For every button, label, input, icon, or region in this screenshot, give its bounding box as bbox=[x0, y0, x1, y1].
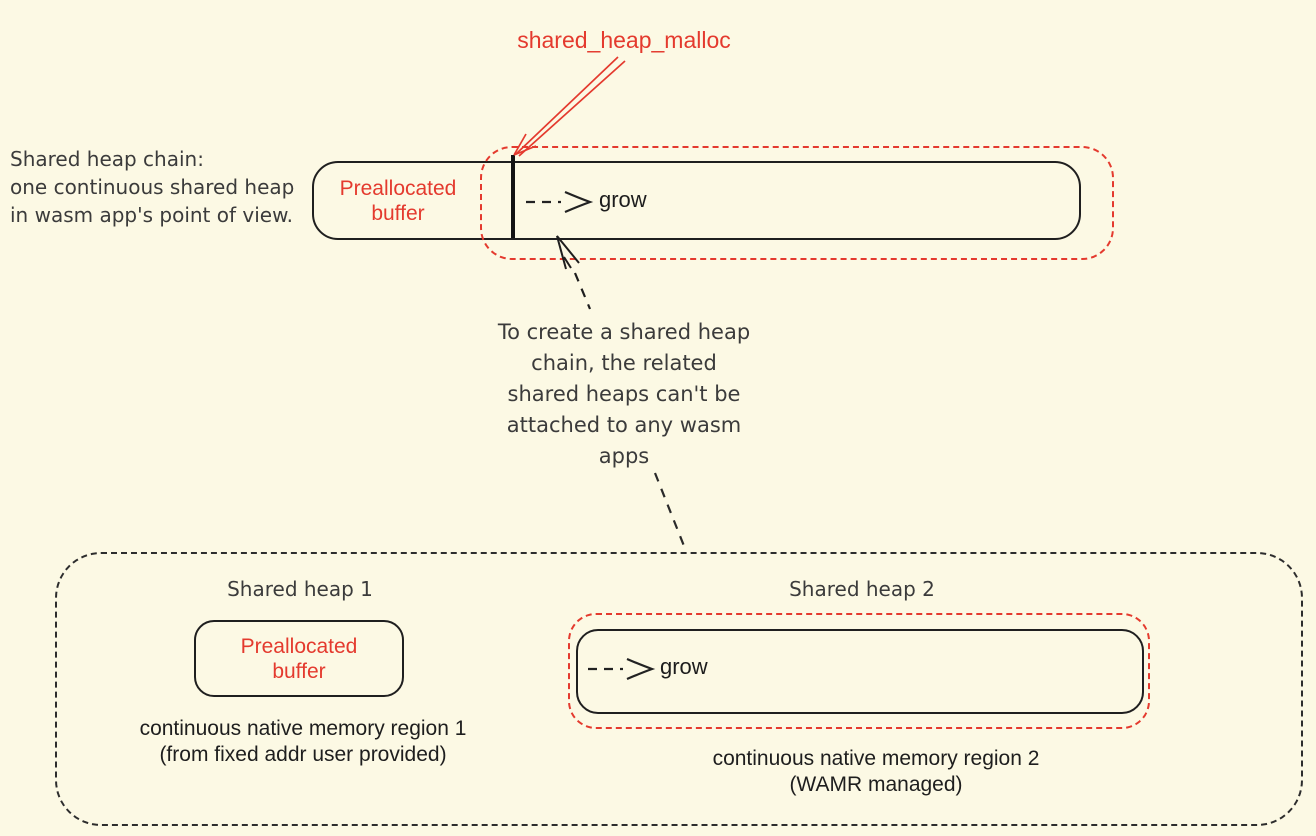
shared-heap-2-caption: continuous native memory region 2 (WAMR … bbox=[712, 747, 1040, 796]
shared-heap-chain-bar bbox=[312, 161, 1081, 240]
shared-heap-chain-note: Shared heap chain: one continuous shared… bbox=[10, 147, 295, 227]
grow-label: grow bbox=[660, 654, 708, 679]
shared-heap-1-title: Shared heap 1 bbox=[227, 577, 373, 601]
shared-heap-1-caption: continuous native memory region 1 (from … bbox=[139, 717, 467, 766]
red-pointer-arrow-icon bbox=[513, 56, 626, 157]
preallocated-buffer-label: Preallocated buffer bbox=[339, 176, 457, 225]
heap-boundary-line bbox=[511, 155, 515, 238]
grow-arrow-icon bbox=[526, 190, 594, 214]
shared-heap-malloc-label: shared_heap_malloc bbox=[517, 27, 731, 53]
wamr-managed-region-outline bbox=[480, 146, 1114, 260]
dashed-connector-upper bbox=[573, 272, 592, 310]
shared-heap-2-box bbox=[576, 629, 1144, 714]
grow-label: grow bbox=[599, 187, 647, 212]
grow-arrow-icon bbox=[588, 657, 656, 681]
shared-heap-chain-annotation: To create a shared heap chain, the relat… bbox=[497, 320, 751, 468]
shared-heap-1-box: Preallocated buffer bbox=[194, 620, 404, 697]
shared-heap-2-red-outline bbox=[568, 613, 1150, 729]
dashed-connector-lower bbox=[653, 472, 688, 552]
shared-heap-2-title: Shared heap 2 bbox=[789, 577, 935, 601]
shared-heaps-group-outline bbox=[55, 552, 1303, 826]
